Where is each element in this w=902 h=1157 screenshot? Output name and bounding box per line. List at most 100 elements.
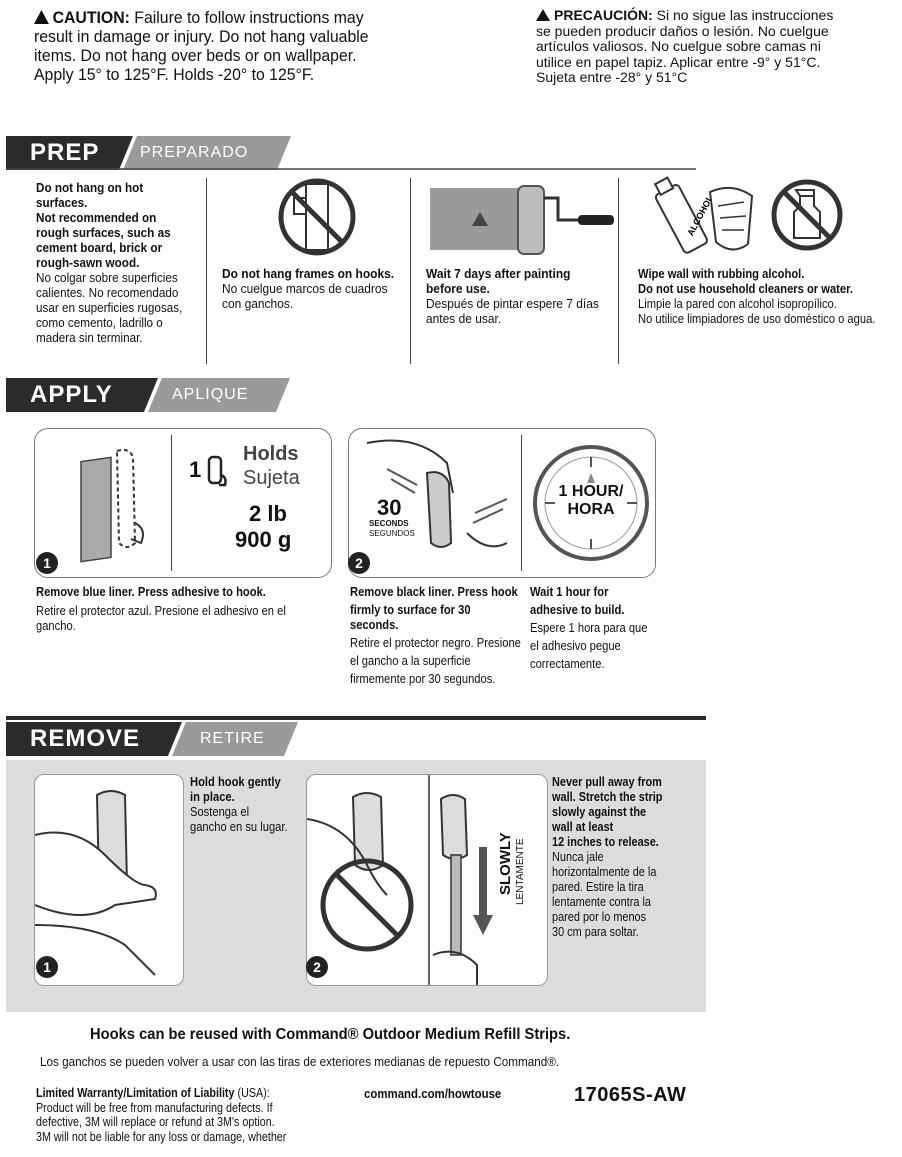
- caution-es-line: Sujeta entre -28° y 51°C: [536, 69, 688, 85]
- apply-step2-panel: 30 SECONDS SEGUNDOS 1 HOUR/ HORA: [348, 428, 656, 578]
- no-frames-icon: [278, 178, 356, 256]
- caution-english: CAUTION: Failure to follow instructions …: [34, 8, 425, 84]
- caption-text-es: correctamente.: [530, 656, 605, 671]
- prep-text: Not recommended on: [36, 210, 157, 225]
- clock-icon: [533, 445, 649, 561]
- prep-text: rough-sawn wood.: [36, 255, 140, 270]
- remove-title: REMOVE: [30, 725, 141, 752]
- apply-title: APPLY: [30, 381, 113, 408]
- prep-text-es: usar en superficies rugosas,: [36, 300, 183, 315]
- seconds-value: 30: [377, 495, 402, 520]
- product-code: 17065S-AW: [574, 1084, 687, 1106]
- warranty-line: defective, 3M will replace or refund at …: [36, 1115, 275, 1129]
- warranty-region: (USA):: [234, 1086, 270, 1100]
- weight-g: 900 g: [235, 527, 292, 552]
- weight-lb: 2 lb: [249, 501, 287, 526]
- caption-text: Wait 1 hour for: [530, 584, 609, 599]
- caption-text-es: Sostenga el: [190, 804, 250, 819]
- lentamente-label: LENTAMENTE: [515, 838, 526, 906]
- banner-shape: [6, 722, 298, 756]
- caption-text-es: lentamente contra la: [552, 894, 651, 909]
- warranty-line: 3M will not be liable for any loss or da…: [36, 1129, 287, 1144]
- divider: [521, 435, 522, 571]
- prep-text: before use.: [426, 281, 490, 296]
- caption-text: slowly against the: [552, 804, 647, 819]
- caption-text-es: Retire el protector azul. Presione el ad…: [36, 603, 286, 633]
- prep-title: PREP: [30, 139, 100, 166]
- hook-icon: [207, 455, 227, 487]
- warning-icon: [536, 9, 550, 21]
- apply-caption-2: Remove black liner. Press hook firmly to…: [350, 584, 522, 686]
- reuse-note-es: Los ganchos se pueden volver a usar con …: [40, 1054, 560, 1069]
- website-link[interactable]: command.com/howtouse: [364, 1086, 502, 1101]
- caption-text-es: Retire el protector negro. Presione: [350, 635, 521, 650]
- prep-hot-surfaces: Do not hang on hot surfaces. Not recomme…: [36, 180, 189, 345]
- caution-es-line: utilice en papel tapiz. Aplicar entre -9…: [536, 53, 821, 70]
- caption-text-es: pared. Estire la tira: [552, 879, 644, 894]
- prep-text-es: como cemento, ladrillo o: [36, 315, 163, 330]
- prep-text: rough surfaces, such as: [36, 225, 171, 240]
- remove-caption-1: Hold hook gently in place. Sostenga el g…: [190, 774, 293, 834]
- hour-en: 1 HOUR/: [558, 483, 624, 500]
- prep-text: Wait 7 days after painting: [426, 266, 571, 281]
- hour-label: 1 HOUR/ HORA: [539, 483, 643, 519]
- caption-text: Remove blue liner. Press adhesive to hoo…: [36, 584, 266, 599]
- caution-line: Apply 15° to 125°F. Holds -20° to 125°F.: [34, 65, 315, 84]
- remove-banner: REMOVE RETIRE: [6, 722, 696, 756]
- caption-text-es: Nunca jale: [552, 849, 604, 864]
- caption-text-es: gancho en su lugar.: [190, 819, 288, 834]
- caution-es-line: artículos valiosos. No cuelgue sobre cam…: [536, 38, 821, 54]
- divider: [410, 178, 411, 364]
- prep-text: cement board, brick or: [36, 240, 163, 255]
- caption-text-es: el gancho a la superficie: [350, 653, 471, 668]
- prep-text-es: calientes. No recomendado: [36, 285, 179, 300]
- prep-subtitle: PREPARADO: [140, 144, 249, 161]
- hook-count: 1: [189, 457, 202, 482]
- seconds-label: SECONDS: [369, 519, 409, 528]
- sujeta-label: Sujeta: [243, 467, 300, 489]
- hold-hook-illustration: [35, 790, 157, 976]
- warranty-line: Product will be free from manufacturing …: [36, 1100, 273, 1115]
- precaucion-label: PRECAUCIÓN:: [554, 7, 653, 23]
- caption-text: 12 inches to release.: [552, 834, 659, 849]
- caption-text-es: el adhesivo pegue: [530, 638, 621, 653]
- step-number: 2: [348, 552, 370, 574]
- remove-step2-panel: SLOWLY LENTAMENTE: [306, 774, 548, 986]
- caution-line: items. Do not hang over beds or on wallp…: [34, 46, 357, 65]
- remove-subtitle: RETIRE: [200, 730, 265, 747]
- apply-caption-1: Remove blue liner. Press adhesive to hoo…: [36, 584, 320, 633]
- prep-text-es: Limpie la pared con alcohol isopropílico…: [638, 296, 837, 311]
- prep-text-es: No colgar sobre superficies: [36, 270, 178, 285]
- warranty-title: Limited Warranty/Limitation of Liability: [36, 1086, 235, 1100]
- stretch-strip-illustration: [307, 775, 493, 985]
- prep-no-frames: Do not hang frames on hooks. No cuelgue …: [222, 266, 397, 311]
- divider: [171, 435, 172, 571]
- banner-shape: [6, 378, 290, 412]
- step-number: 2: [306, 956, 328, 978]
- alcohol-wipe-icon: ALCOHOL: [653, 176, 754, 254]
- prep-wipe-wall: Wipe wall with rubbing alcohol. Do not u…: [638, 266, 896, 326]
- paint-roller-icon: [430, 185, 614, 255]
- caution-es-line: se pueden producir daños o lesión. No cu…: [536, 22, 829, 39]
- prep-text: Do not hang frames on hooks.: [222, 266, 395, 281]
- caption-text: Never pull away from: [552, 774, 662, 789]
- caption-text-es: firmemente por 30 segundos.: [350, 671, 496, 686]
- step-number: 1: [36, 956, 58, 978]
- caution-line: Failure to follow instructions may: [134, 8, 364, 27]
- caution-line: result in damage or injury. Do not hang …: [34, 27, 369, 46]
- remove-top-rule: [6, 716, 706, 720]
- slowly-label: SLOWLY: [497, 832, 514, 895]
- caption-text: wall. Stretch the strip: [552, 789, 663, 804]
- prep-text-es: No utilice limpiadores de uso doméstico …: [638, 311, 876, 326]
- step-number: 1: [36, 552, 58, 574]
- caption-text: Hold hook gently: [190, 774, 281, 789]
- apply-step1-panel: 1 Holds Sujeta 2 lb 900 g: [34, 428, 332, 578]
- caption-text-es: Espere 1 hora para que: [530, 620, 648, 635]
- prep-text-es: con ganchos.: [222, 296, 294, 311]
- prep-text: Do not hang on hot surfaces.: [36, 180, 144, 210]
- remove-step1-panel: [34, 774, 184, 986]
- banner-shape: [6, 136, 696, 170]
- apply-subtitle: APLIQUE: [172, 386, 249, 403]
- divider: [618, 178, 619, 364]
- caption-text: Remove black liner. Press hook: [350, 584, 518, 599]
